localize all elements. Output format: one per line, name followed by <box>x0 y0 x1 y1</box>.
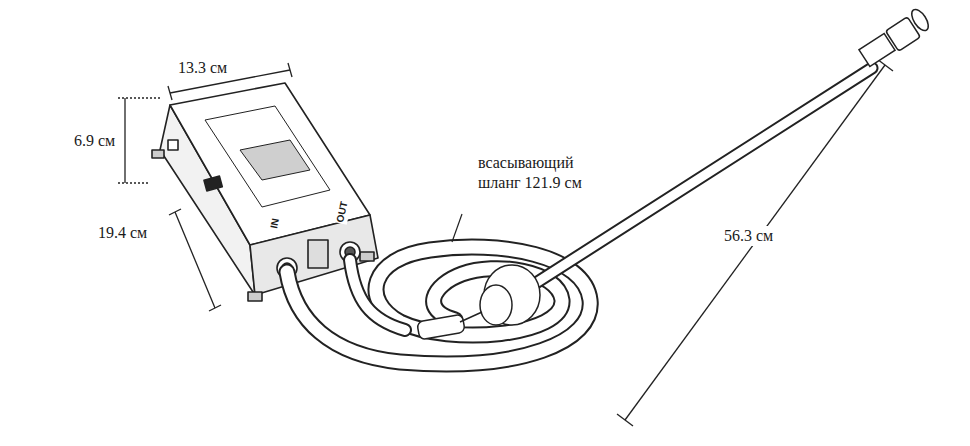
annotation-label: 56.3 см <box>722 226 775 246</box>
annotation-label: 6.9 см <box>74 131 115 151</box>
annotation-label: IN <box>268 216 283 230</box>
annotation-label: 13.3 см <box>178 58 227 78</box>
annotation-label: всасывающий шланг 121.9 см <box>478 153 590 193</box>
annotation-label: 19.4 см <box>98 223 147 243</box>
